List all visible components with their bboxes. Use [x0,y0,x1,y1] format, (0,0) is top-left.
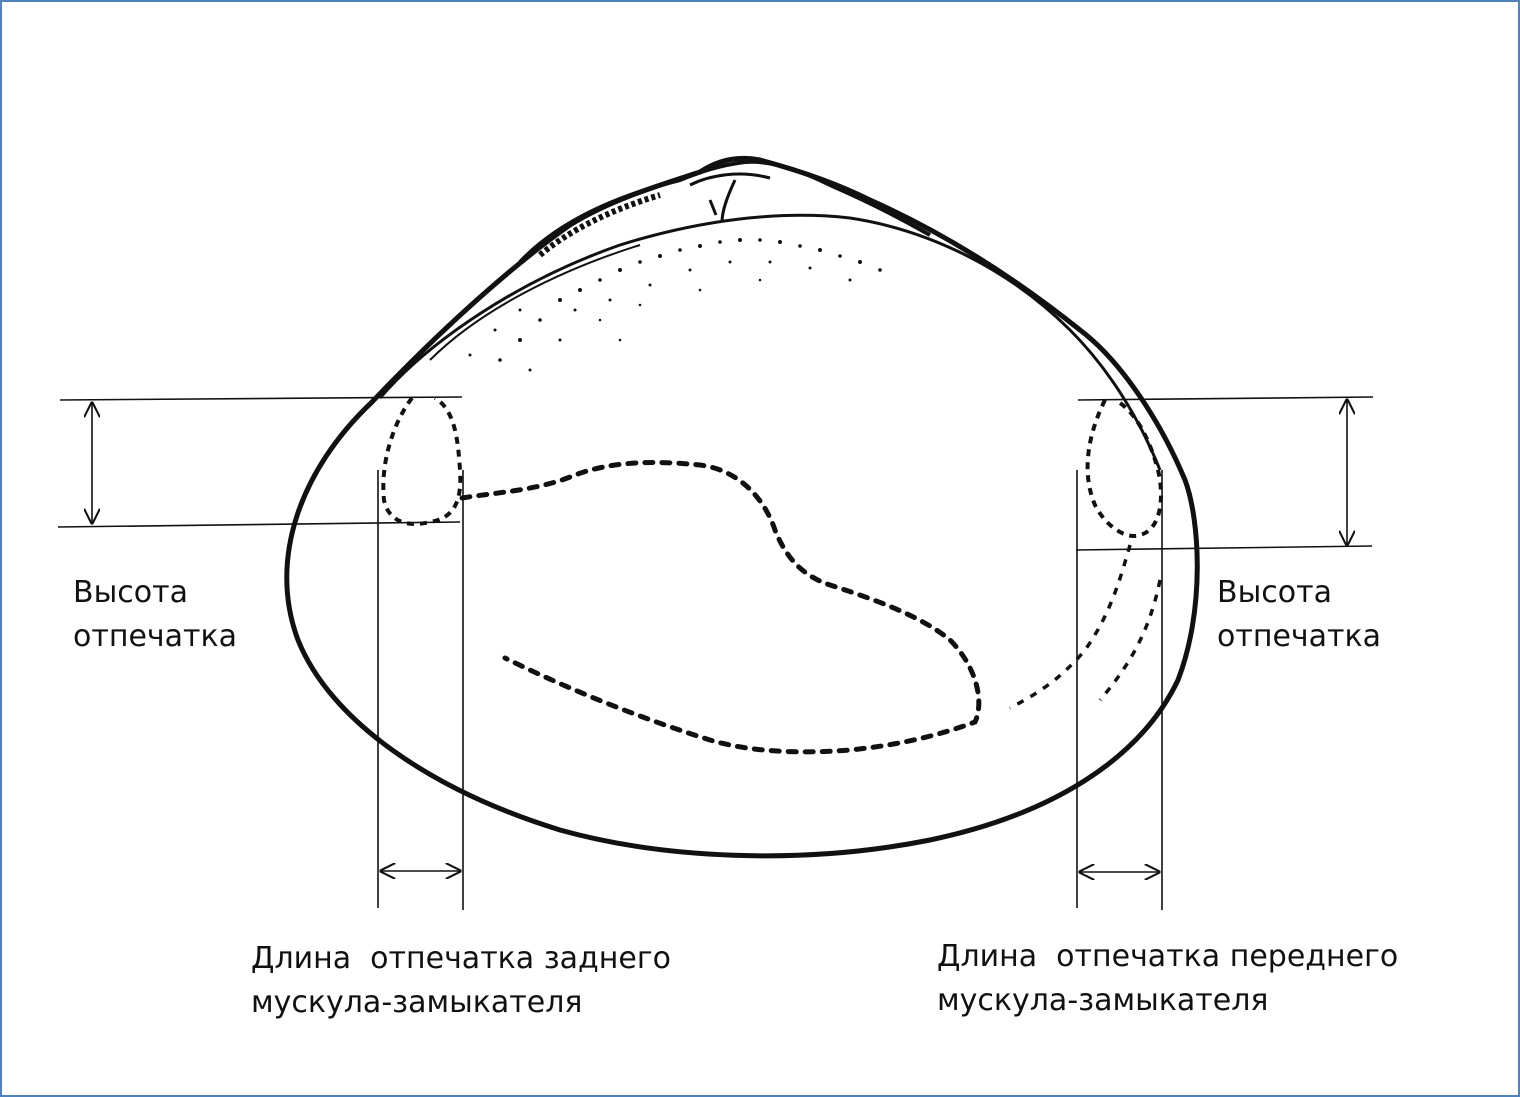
shell-umbo [518,159,931,264]
anterior-height-bottom-line [1075,545,1373,551]
posterior-height-label: Высота отпечатка [73,571,237,659]
shell-outline [284,155,1200,859]
shell-stipple-shading [468,238,882,372]
posterior-muscle-scar [381,396,463,526]
posterior-height-label-line1: Высота [73,575,188,610]
anterior-length-label-line1: Длина отпечатка переднего [937,939,1399,974]
anterior-length-label-line2: мускула-замыкателя [937,983,1269,1018]
shell-inner-margin [378,213,1162,471]
posterior-length-label-line1: Длина отпечатка заднего [251,941,671,976]
posterior-length-label: Длина отпечатка заднего мускула-замыкате… [251,937,671,1025]
anterior-height-label-line1: Высота [1217,575,1332,610]
shell-hinge-teeth [538,192,661,258]
posterior-length-label-line2: мускула-замыкателя [251,985,583,1020]
anterior-height-top-line [1077,396,1374,401]
pallial-line [459,459,982,755]
shell-inner-margin-2 [429,244,641,361]
posterior-height-label-line2: отпечатка [73,619,237,654]
posterior-height-top-line [59,396,463,401]
anterior-length-label: Длина отпечатка переднего мускула-замыка… [937,935,1398,1023]
posterior-height-bottom-line [57,521,461,528]
anterior-height-label-line2: отпечатка [1217,619,1381,654]
anterior-muscle-scar-trail [1009,544,1162,710]
anterior-height-label: Высота отпечатка [1217,571,1381,659]
shell-ligament [689,172,771,223]
anterior-muscle-scar [1085,398,1163,538]
